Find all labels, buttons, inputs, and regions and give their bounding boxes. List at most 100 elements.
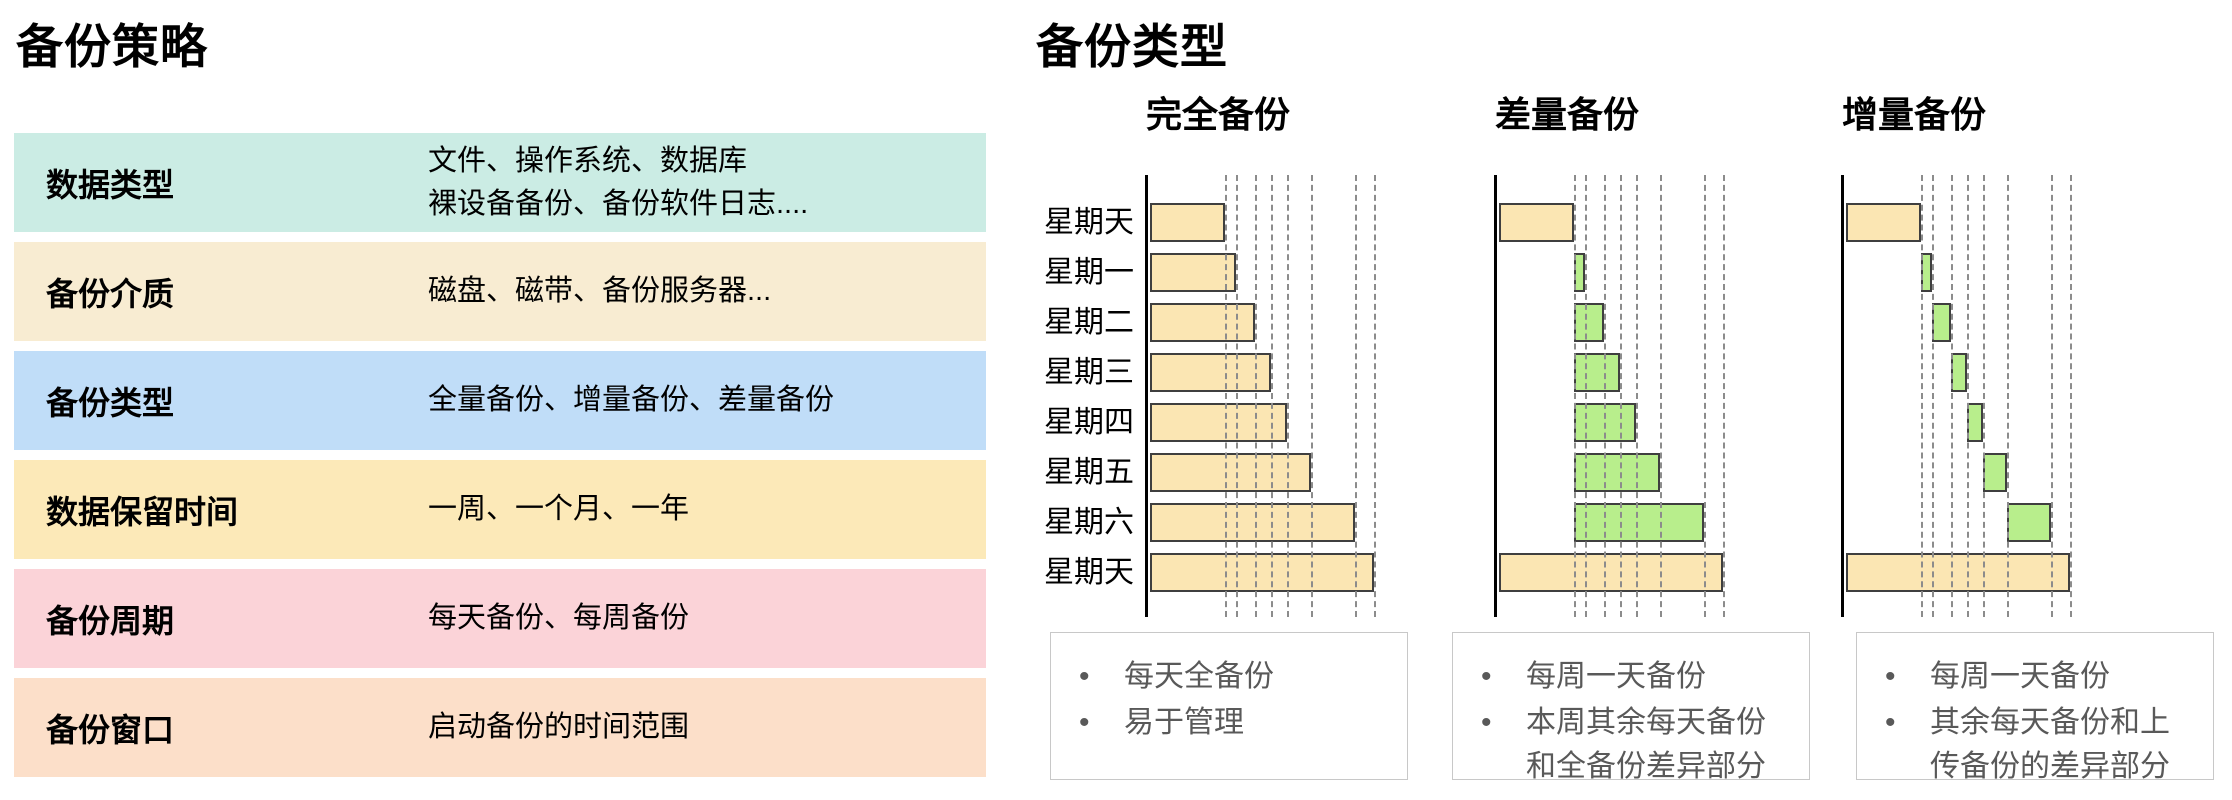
bar-full	[1150, 403, 1288, 442]
bullet-icon: •	[1481, 660, 1492, 693]
bar-delta	[2006, 503, 2052, 542]
gridline	[2051, 175, 2054, 617]
day-label: 星期四	[1044, 406, 1134, 439]
gridline	[2069, 175, 2072, 617]
bar-full	[1499, 203, 1574, 242]
row-label: 数据保留时间	[46, 493, 239, 530]
bar-delta	[1573, 453, 1660, 492]
note-text: 本周其余每天备份和全备份差异部分	[1526, 706, 1766, 783]
bullet-icon: •	[1079, 660, 1090, 693]
bar-full	[1150, 253, 1237, 292]
table-row: 数据保留时间 一周、一个月、一年	[14, 460, 986, 559]
gridline	[1310, 175, 1313, 617]
row-content: 一周、一个月、一年	[428, 493, 690, 525]
chart-axis	[1145, 175, 1148, 617]
gridline	[1704, 175, 1707, 617]
bar-full	[1846, 203, 1921, 242]
note-text: 每周一天备份	[1930, 660, 2110, 693]
gridline	[1573, 175, 1576, 617]
note-text: 其余每天备份和上传备份的差异部分	[1930, 706, 2170, 783]
bar-delta	[1932, 303, 1951, 342]
row-label: 备份介质	[46, 275, 175, 312]
chart-title: 完全备份	[1145, 94, 1290, 135]
chart-title: 增量备份	[1841, 94, 1986, 135]
bar-full	[1150, 453, 1311, 492]
bullet-icon: •	[1885, 660, 1896, 693]
note-item: • 其余每天备份和上传备份的差异部分	[1885, 701, 2203, 789]
day-label: 星期五	[1044, 456, 1134, 489]
row-label: 备份窗口	[46, 711, 175, 748]
gridline	[1585, 175, 1588, 617]
table-row: 备份类型 全量备份、增量备份、差量备份	[14, 351, 986, 450]
row-label: 备份周期	[46, 602, 175, 639]
gridline	[1271, 175, 1274, 617]
row-label: 数据类型	[46, 166, 175, 203]
bar-full	[1150, 203, 1225, 242]
day-label: 星期天	[1044, 206, 1134, 239]
gridline	[1932, 175, 1935, 617]
note-item: • 每周一天备份	[1481, 655, 1799, 699]
gridline	[1920, 175, 1923, 617]
note-item: •本周其余每天备份和全备份差异部分	[1481, 701, 1799, 789]
gridline	[1373, 175, 1376, 617]
day-label: 星期一	[1044, 256, 1134, 289]
note-box: • 每周一天备份• 本周其余每天备份和全备份差异部分	[1452, 632, 1810, 783]
bar-full	[1150, 553, 1374, 592]
day-label: 星期三	[1044, 356, 1134, 389]
gridline	[1254, 175, 1257, 617]
backup-strategy-table: 数据类型 文件、操作系统、数据库裸设备备份、备份软件日志.... 备份介质 磁盘、磁带…	[14, 133, 986, 777]
bar-delta	[1573, 303, 1604, 342]
bullet-icon: •	[1885, 706, 1896, 739]
right-panel-title: 备份类型	[1036, 20, 1228, 73]
note-text: 每天全备份	[1124, 660, 1274, 693]
table-row: 备份周期 每天备份、每周备份	[14, 569, 986, 668]
gridline	[1967, 175, 1970, 617]
row-content: 全量备份、增量备份、差量备份	[428, 384, 835, 416]
day-label: 星期二	[1044, 306, 1134, 339]
bar-full	[1846, 553, 2070, 592]
left-panel-title: 备份策略	[16, 20, 208, 73]
bar-delta	[1573, 503, 1705, 542]
bar-full	[1150, 303, 1255, 342]
gridline	[1224, 175, 1227, 617]
day-label: 星期六	[1044, 506, 1134, 539]
chart-axis	[1841, 175, 1844, 617]
row-label: 备份类型	[46, 384, 175, 421]
bar-delta	[1950, 353, 1968, 392]
day-label: 星期天	[1044, 556, 1134, 589]
table-row: 备份窗口 启动备份的时间范围	[14, 678, 986, 777]
gridline	[1236, 175, 1239, 617]
gridline	[1983, 175, 1986, 617]
gridline	[1287, 175, 1290, 617]
gridline	[1603, 175, 1606, 617]
bar-full	[1150, 503, 1356, 542]
row-content: 启动备份的时间范围	[428, 711, 690, 743]
bullet-icon: •	[1079, 706, 1090, 739]
row-content: 文件、操作系统、数据库裸设备备份、备份软件日志....	[428, 144, 809, 220]
chart-title: 差量备份	[1494, 94, 1639, 135]
bar-delta	[1573, 353, 1621, 392]
gridline	[1636, 175, 1639, 617]
bar-delta	[1967, 403, 1984, 442]
note-box: • 每天全备份 • 易于管理	[1050, 632, 1408, 780]
bar-delta	[1983, 453, 2007, 492]
note-item: • 易于管理	[1079, 701, 1397, 745]
note-text: 易于管理	[1124, 706, 1244, 739]
gridline	[1722, 175, 1725, 617]
bar-full	[1150, 353, 1272, 392]
gridline	[1659, 175, 1662, 617]
row-content: 磁盘、磁带、备份服务器...	[428, 275, 772, 307]
chart-axis	[1494, 175, 1497, 617]
gridline	[2006, 175, 2009, 617]
row-content: 每天备份、每周备份	[428, 602, 690, 634]
gridline	[1355, 175, 1358, 617]
bar-full	[1499, 553, 1723, 592]
note-text: 每周一天备份	[1526, 660, 1706, 693]
note-box: • 每周一天备份 • 其余每天备份和上传备份的差异部分	[1856, 632, 2214, 783]
table-row: 数据类型 文件、操作系统、数据库裸设备备份、备份软件日志....	[14, 133, 986, 232]
note-item: • 每周一天备份	[1885, 655, 2203, 699]
gridline	[1620, 175, 1623, 617]
note-item: • 每天全备份	[1079, 655, 1397, 699]
table-row: 备份介质 磁盘、磁带、备份服务器...	[14, 242, 986, 341]
